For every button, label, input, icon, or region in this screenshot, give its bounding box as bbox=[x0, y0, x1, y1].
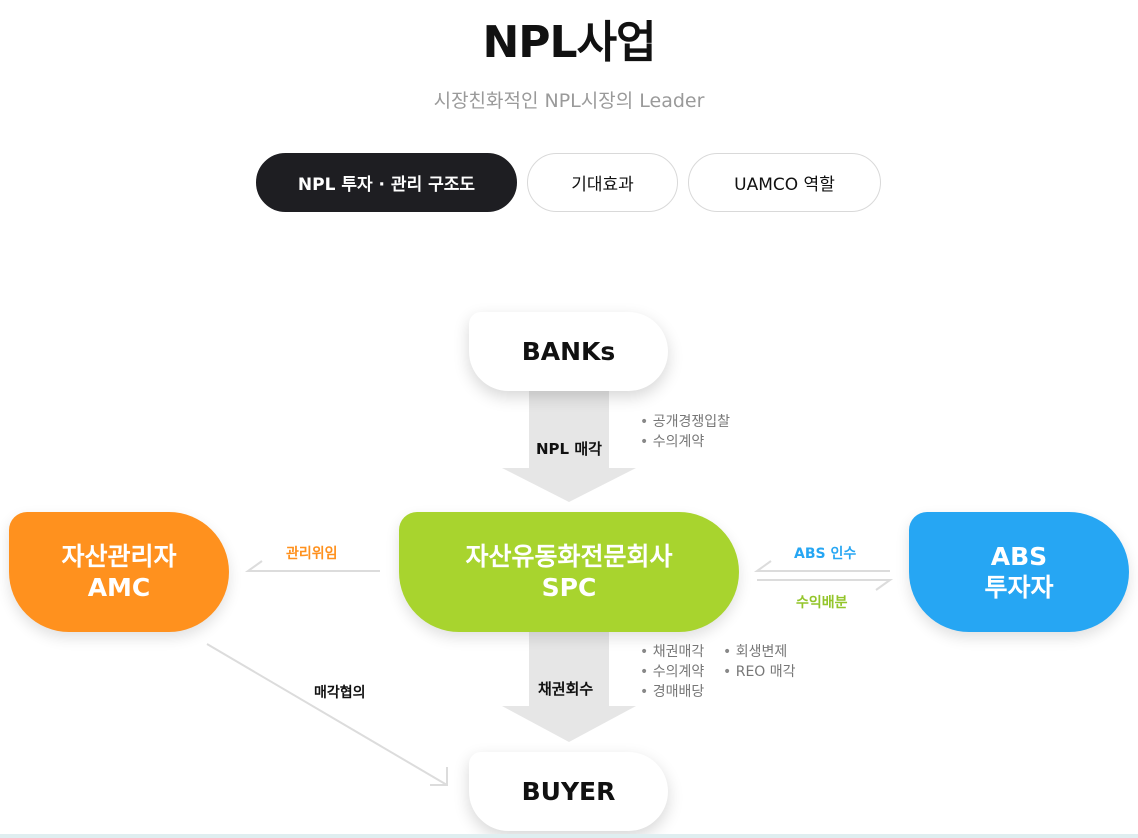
spc-label-line2: SPC bbox=[541, 573, 597, 602]
list-item: 수의계약 bbox=[640, 432, 730, 452]
npl-sale-methods: 공개경쟁입찰 수의계약 bbox=[640, 412, 730, 452]
tab-expected-effects[interactable]: 기대효과 bbox=[527, 153, 678, 212]
spc-node: 자산유동화전문회사 SPC bbox=[399, 512, 739, 632]
abs-investor-node: ABS 투자자 bbox=[909, 512, 1129, 632]
list-item: 채권매각 bbox=[640, 642, 705, 662]
management-consign-label: 관리위임 bbox=[286, 546, 338, 562]
sale-negotiation-label: 매각협의 bbox=[314, 685, 366, 701]
sale-negotiation-arrow bbox=[206, 643, 448, 786]
abs-acquire-arrow bbox=[753, 560, 890, 572]
banks-node: BANKs bbox=[469, 312, 668, 391]
abs-acquire-label: ABS 인수 bbox=[794, 546, 857, 562]
list-item: 회생변제 bbox=[723, 642, 796, 662]
amc-label-line1: 자산관리자 bbox=[61, 541, 177, 571]
page-title: NPL사업 bbox=[482, 17, 656, 68]
tab-uamco-role[interactable]: UAMCO 역할 bbox=[688, 153, 881, 212]
buyer-label: BUYER bbox=[521, 777, 616, 806]
npl-sale-label: NPL 매각 bbox=[536, 440, 602, 458]
amc-node: 자산관리자 AMC bbox=[9, 512, 229, 632]
abs-label-line1: ABS bbox=[990, 541, 1048, 571]
page-subtitle: 시장친화적인 NPL시장의 Leader bbox=[433, 90, 705, 112]
buyer-node: BUYER bbox=[469, 752, 668, 831]
amc-label-line2: AMC bbox=[87, 573, 151, 602]
spc-label-line1: 자산유동화전문회사 bbox=[465, 541, 673, 571]
list-item: 경매배당 bbox=[640, 682, 705, 702]
recovery-arrow bbox=[502, 628, 636, 742]
recovery-methods-col2: 회생변제 REO 매각 bbox=[723, 642, 796, 682]
abs-label-line2: 투자자 bbox=[984, 573, 1054, 602]
npl-sale-arrow bbox=[502, 388, 636, 502]
tab-structure[interactable]: NPL 투자 · 관리 구조도 bbox=[256, 153, 517, 212]
list-item: 수의계약 bbox=[640, 662, 705, 682]
list-item: 공개경쟁입찰 bbox=[640, 412, 730, 432]
banks-label: BANKs bbox=[521, 337, 616, 366]
list-item: REO 매각 bbox=[723, 662, 796, 682]
profit-distribution-label: 수익배분 bbox=[796, 595, 848, 611]
consign-arrow bbox=[244, 560, 380, 572]
bottom-divider bbox=[0, 834, 1138, 838]
recovery-methods-col1: 채권매각 수의계약 경매배당 bbox=[640, 642, 705, 702]
profit-distribution-arrow bbox=[757, 579, 894, 591]
bond-recovery-label: 채권회수 bbox=[538, 680, 594, 698]
tab-bar: NPL 투자 · 관리 구조도 기대효과 UAMCO 역할 bbox=[256, 153, 881, 212]
